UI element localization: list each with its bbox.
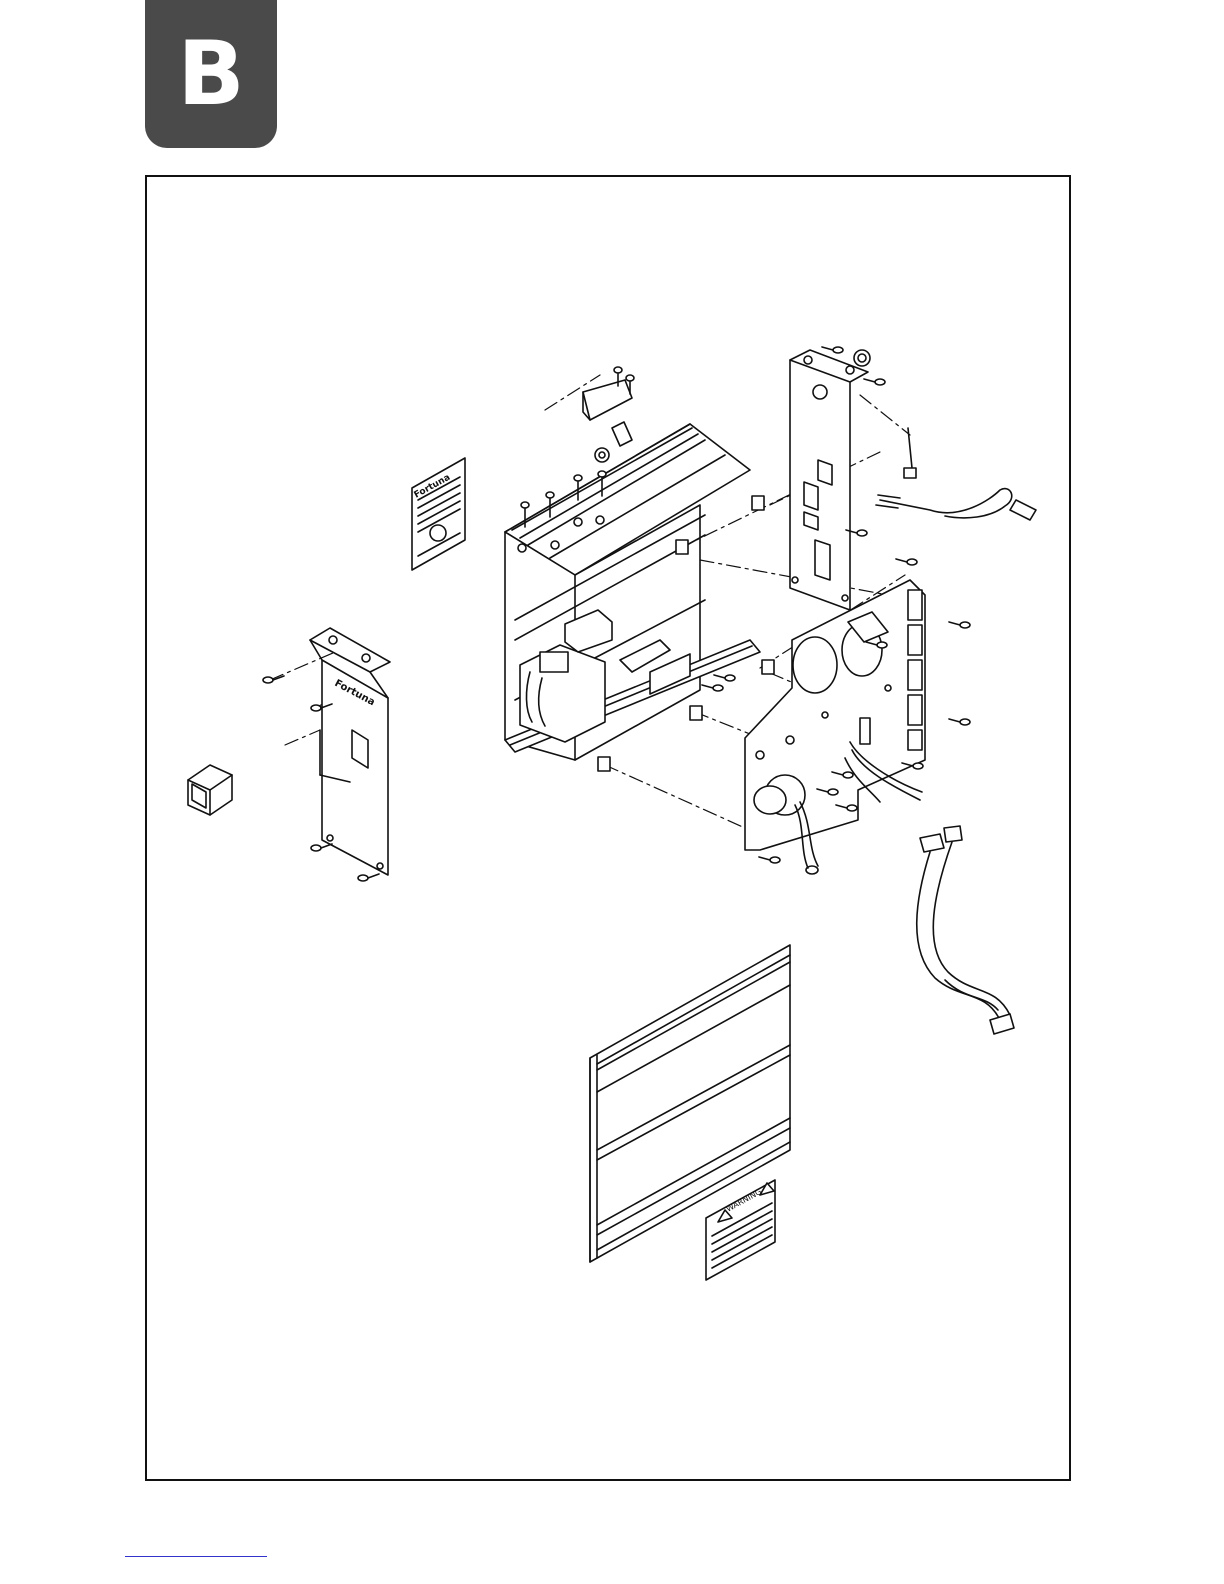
main-chassis <box>505 424 760 760</box>
cable-harness <box>917 826 1014 1034</box>
rating-label: Fortuna <box>412 458 465 570</box>
power-cord <box>876 489 1036 520</box>
rocker-switch <box>188 765 232 815</box>
top-clamp-assembly <box>583 380 632 462</box>
footer-rule <box>125 1556 267 1557</box>
front-panel: Fortuna <box>310 628 390 875</box>
main-pcb <box>745 580 925 874</box>
warning-label: WARNING <box>706 1180 775 1280</box>
